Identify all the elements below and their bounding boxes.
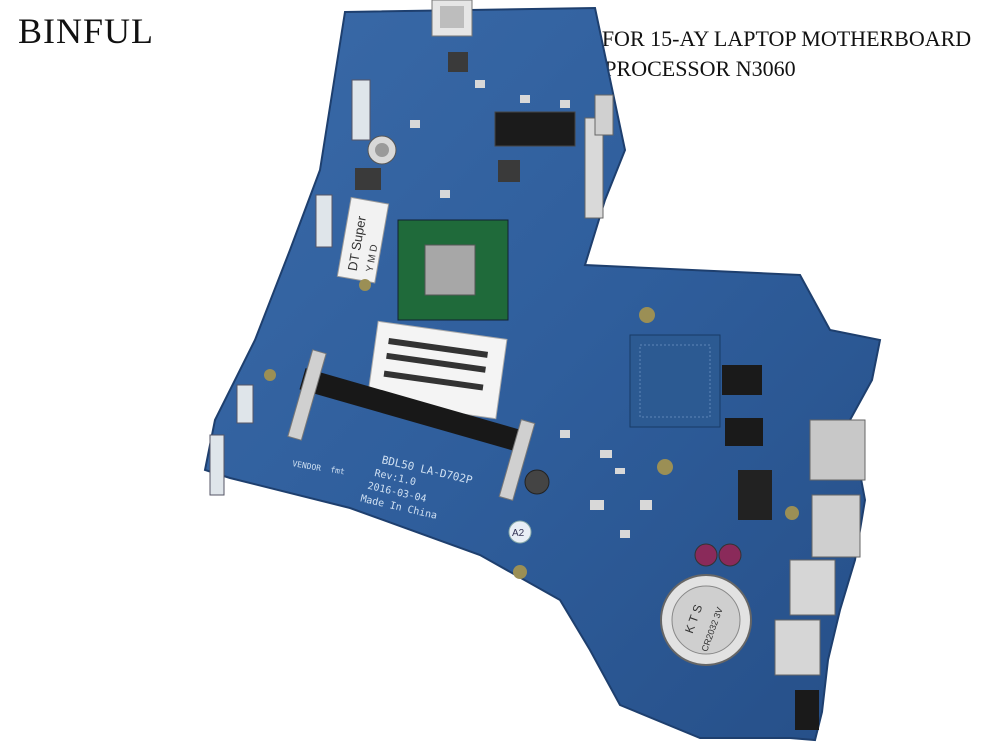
usb-port-2 bbox=[774, 619, 821, 676]
fpc-connector-4 bbox=[209, 434, 225, 496]
a2-marker bbox=[508, 520, 532, 544]
fpc-connector-1 bbox=[351, 79, 371, 141]
fpc-connector-2 bbox=[315, 194, 333, 248]
bga-chip bbox=[629, 334, 721, 428]
m2-slot bbox=[494, 111, 576, 147]
capacitor-2 bbox=[524, 469, 550, 495]
sticker-line-2: Y M D bbox=[365, 244, 381, 273]
fpc-connector-3 bbox=[236, 384, 254, 424]
audio-jack bbox=[795, 690, 819, 730]
silk-vendor-code: fmt bbox=[330, 465, 346, 476]
sd-card-slot bbox=[809, 419, 866, 481]
a2-marker-text: A2 bbox=[512, 528, 525, 539]
capacitor-3 bbox=[694, 543, 718, 567]
brand-watermark: BINFUL bbox=[18, 11, 155, 51]
dt-super-sticker: DT Super Y M D bbox=[336, 196, 390, 284]
hdmi-port bbox=[811, 494, 861, 558]
usb-port-1 bbox=[789, 559, 836, 616]
ram-slot bbox=[299, 368, 532, 455]
capacitor-4 bbox=[718, 543, 742, 567]
